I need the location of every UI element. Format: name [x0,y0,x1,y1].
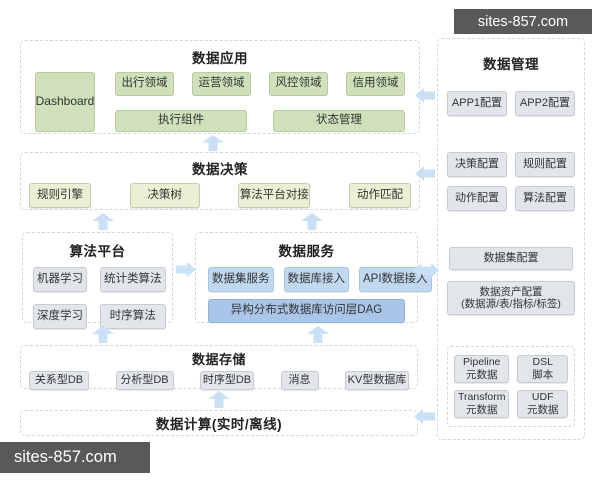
component-row: 执行组件 状态管理 [115,110,405,132]
section-data-decision: 数据决策 规则引擎 决策树 算法平台对接 动作匹配 [20,152,420,210]
arrow-up-icon [92,326,114,343]
section-title-management: 数据管理 [483,57,539,72]
node-dataset-service: 数据集服务 [208,267,274,292]
watermark-bottom: sites-857.com [0,442,150,473]
node-deep-learning: 深度学习 [33,304,87,329]
section-title-service: 数据服务 [278,244,335,259]
arrow-left-right-icon [413,263,439,278]
metadata-line: 元数据 [465,369,498,381]
node-travel-domain: 出行领域 [115,72,174,96]
watermark-top: sites-857.com [454,9,592,34]
node-app1-config: APP1配置 [447,91,507,116]
service-row: 数据集服务 数据库接入 API数据接入 [208,267,432,292]
node-operation-domain: 运营领域 [192,72,251,96]
metadata-line: 元数据 [465,404,498,416]
node-statistical-algo: 统计类算法 [100,267,166,292]
node-dataset-config: 数据集配置 [449,247,573,270]
node-action-config: 动作配置 [447,186,507,211]
node-dag-layer: 异构分布式数据库访问层DAG [208,299,405,323]
domain-row: 出行领域 运营领域 风控领域 信用领域 [115,72,405,96]
section-title-decision: 数据决策 [192,162,248,177]
node-algo-platform-link: 算法平台对接 [238,183,311,208]
asset-config-line1: 数据资产配置 [479,285,543,298]
storage-row: 关系型DB 分析型DB 时序型DB 消息 KV型数据库 [29,371,409,390]
node-pipeline-metadata: Pipeline 元数据 [454,355,510,383]
management-config-row-2: 动作配置 算法配置 [447,186,575,211]
section-data-service: 数据服务 数据集服务 数据库接入 API数据接入 异构分布式数据库访问层DAG [195,232,432,323]
node-db-access: 数据库接入 [283,267,349,292]
section-data-storage: 数据存储 关系型DB 分析型DB 时序型DB 消息 KV型数据库 [20,345,418,390]
algorithm-grid: 机器学习 统计类算法 深度学习 时序算法 [33,267,166,329]
node-relational-db: 关系型DB [29,371,89,390]
metadata-line: 元数据 [526,404,559,416]
node-algo-config: 算法配置 [515,186,575,211]
node-rule-config: 规则配置 [515,152,575,177]
arrow-up-icon [208,391,230,408]
arrow-up-icon [307,326,329,343]
application-body: Dashboard 出行领域 运营领域 风控领域 信用领域 执行组件 状态管理 [35,72,405,132]
section-title-compute: 数据计算(实时/离线) [155,417,283,432]
management-config-row-1: 决策配置 规则配置 [447,152,575,177]
node-kv-db: KV型数据库 [345,371,409,390]
node-execution-component: 执行组件 [115,110,247,132]
management-app-row: APP1配置 APP2配置 [447,91,575,116]
node-rule-engine: 规则引擎 [29,183,91,208]
metadata-line: Transform [458,391,506,404]
metadata-line: Pipeline [463,356,501,369]
decision-row: 规则引擎 决策树 算法平台对接 动作匹配 [29,183,411,208]
node-state-management: 状态管理 [273,110,405,132]
section-data-compute: 数据计算(实时/离线) [20,410,418,436]
metadata-line: UDF [531,391,554,404]
node-decision-tree: 决策树 [129,183,200,208]
node-dashboard: Dashboard [35,72,95,132]
node-timeseries-db: 时序型DB [200,371,254,390]
arrow-up-icon [301,213,323,230]
section-data-application: 数据应用 Dashboard 出行领域 运营领域 风控领域 信用领域 执行组件 … [20,40,420,134]
node-udf-metadata: UDF 元数据 [517,390,568,418]
node-message: 消息 [280,371,319,390]
arrow-up-icon [202,135,224,151]
section-title-application: 数据应用 [192,51,248,66]
node-machine-learning: 机器学习 [33,267,87,292]
node-risk-domain: 风控领域 [269,72,328,96]
arrow-up-icon [92,213,114,230]
arrow-left-icon [414,409,435,424]
node-api-access: API数据接入 [359,267,432,292]
node-data-asset-config: 数据资产配置 (数据源/表/指标/标签) [447,281,575,315]
section-data-management: 数据管理 APP1配置 APP2配置 决策配置 规则配置 动作配置 算法配置 数… [437,38,585,440]
application-right-column: 出行领域 运营领域 风控领域 信用领域 执行组件 状态管理 [115,72,405,132]
arrow-left-icon [415,166,435,181]
section-algorithm-platform: 算法平台 机器学习 统计类算法 深度学习 时序算法 [22,232,173,329]
asset-config-line2: (数据源/表/指标/标签) [461,298,561,310]
arrow-right-icon [176,262,196,277]
node-analytical-db: 分析型DB [115,371,174,390]
node-timeseries-algo: 时序算法 [100,304,166,329]
node-credit-domain: 信用领域 [346,72,405,96]
section-title-storage: 数据存储 [191,352,246,367]
section-title-algorithm: 算法平台 [69,244,126,259]
arrow-left-icon [415,88,435,103]
node-dsl-script: DSL 脚本 [517,355,568,383]
node-action-match: 动作匹配 [348,183,411,208]
node-decision-config: 决策配置 [447,152,507,177]
metadata-line: 脚本 [532,369,554,381]
node-transform-metadata: Transform 元数据 [454,390,510,418]
metadata-line: DSL [532,356,553,369]
metadata-group: Pipeline 元数据 DSL 脚本 Transform 元数据 UDF 元数… [447,346,575,427]
node-app2-config: APP2配置 [515,91,575,116]
